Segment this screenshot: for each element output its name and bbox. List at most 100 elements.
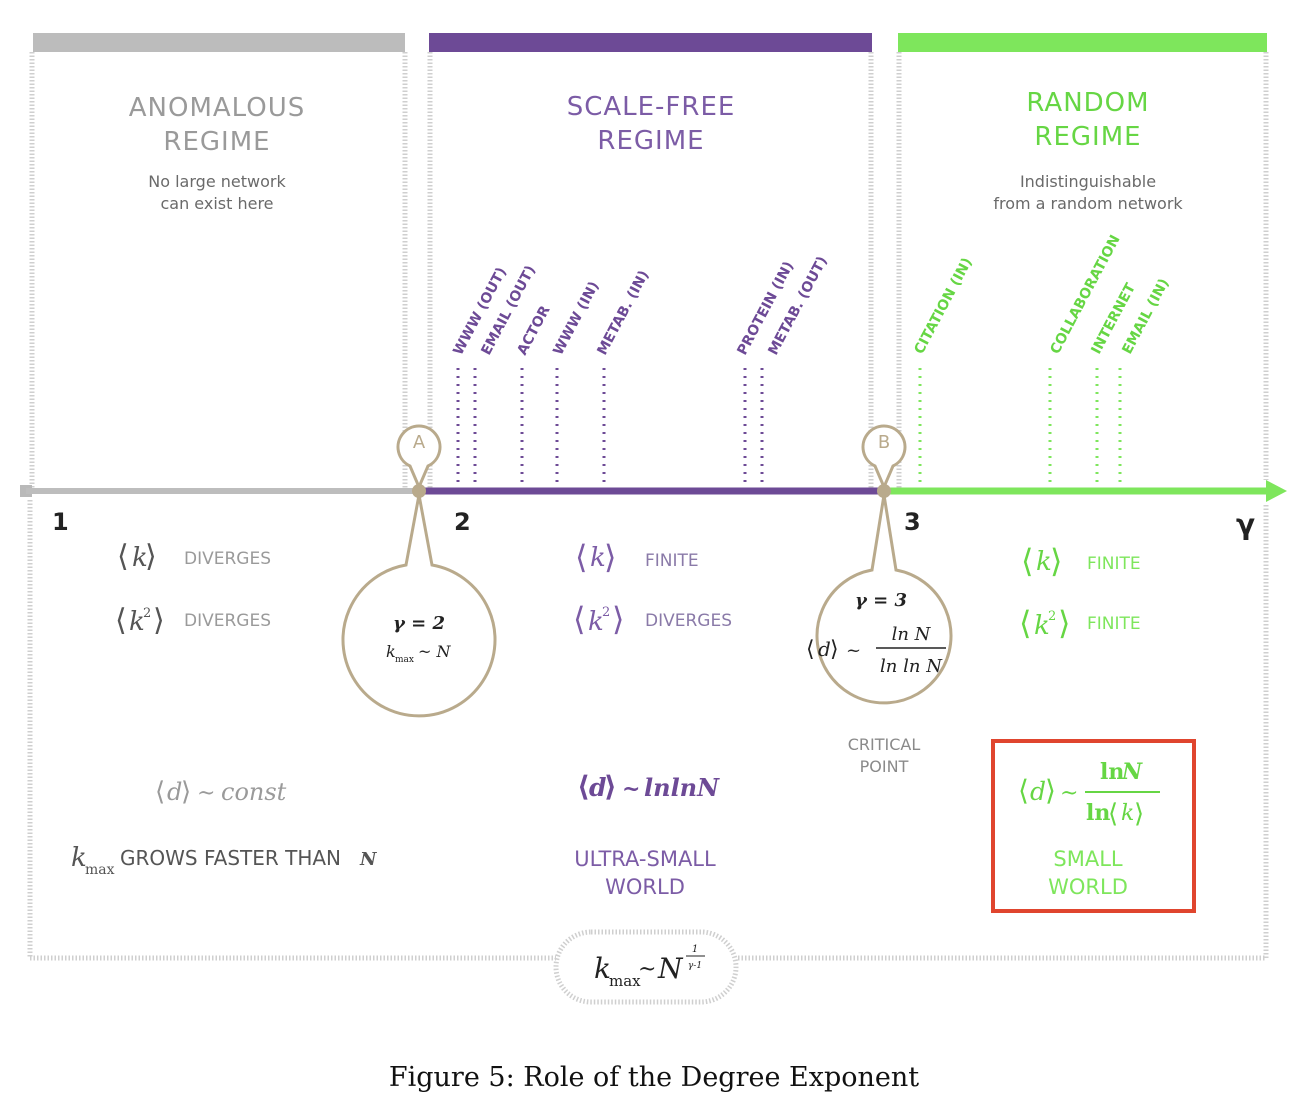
svg-text:N: N [657,952,684,985]
random-d-relation: ⟨ d ⟩ ~ ln N ln ⟨ k ⟩ [1018,759,1160,829]
svg-text:ln: ln [1086,800,1110,826]
svg-text:2: 2 [143,606,151,621]
scale-free-top-bar [429,33,872,52]
network-drop-lines-green [918,368,1122,486]
marker-a-letter: A [413,432,426,453]
axis-tick-1: 1 [52,508,69,536]
scale-free-world-line1: ULTRA-SMALL [574,847,716,871]
svg-text:d: d [818,637,831,661]
random-world-line2: WORLD [1048,875,1128,899]
svg-text:FINITE: FINITE [1087,614,1141,634]
critical-point-line2: POINT [860,757,909,776]
svg-text:~: ~ [197,781,215,806]
svg-text:~: ~ [1060,781,1078,806]
svg-text:k: k [71,843,87,873]
svg-text:const: const [221,778,287,806]
scale-free-world-line2: WORLD [605,875,685,899]
marker-a [341,424,497,718]
random-k-row: ⟨ k ⟩ FINITE [1021,542,1141,580]
network-label-metab-in: METAB. (IN) [594,268,652,358]
marker-b-letter: B [878,432,890,453]
svg-text:d: d [589,773,606,802]
svg-text:DIVERGES: DIVERGES [184,611,271,631]
axis-tick-3: 3 [904,508,921,536]
svg-text:FINITE: FINITE [645,551,699,571]
network-label-www-in: WWW (IN) [550,279,602,358]
scale-free-title-line2: REGIME [597,126,704,156]
scale-free-k2-row: ⟨ k 2 ⟩ DIVERGES [573,600,732,638]
bubble-b-gamma: γ = 3 [855,590,907,611]
svg-text:k: k [1034,611,1050,641]
scale-free-d-row: ⟨ d ⟩ ~ lnlnN [577,770,720,803]
svg-text:d: d [1030,777,1046,806]
svg-text:DIVERGES: DIVERGES [184,549,271,569]
svg-text:N: N [1121,759,1143,785]
axis-dot-a [412,484,426,498]
bubble-b-d-relation: ⟨ d ⟩ ~ ln N ln ln N [806,624,946,677]
svg-text:⟨: ⟨ [1018,774,1029,807]
svg-text:~: ~ [638,957,656,982]
anomalous-title-line2: REGIME [163,127,270,157]
svg-text:ln ln N: ln ln N [880,656,943,677]
svg-text:ln N: ln N [892,624,932,645]
svg-text:⟩: ⟩ [604,538,616,576]
svg-text:lnlnN: lnlnN [644,773,720,802]
random-top-bar [898,33,1267,52]
svg-text:k: k [590,543,606,573]
svg-text:d: d [167,778,182,806]
anomalous-desc-line2: can exist here [160,194,273,213]
svg-text:⟩: ⟩ [1134,799,1144,829]
svg-text:k: k [129,607,145,637]
svg-text:⟨: ⟨ [573,600,585,638]
svg-text:~: ~ [846,640,861,661]
svg-text:N: N [359,849,378,870]
anomalous-kmax-row: k max GROWS FASTER THAN N [71,843,378,878]
axis-tick-2: 2 [454,508,471,536]
svg-text:GROWS FASTER THAN: GROWS FASTER THAN [120,846,341,870]
svg-text:ln: ln [1100,759,1124,785]
svg-text:⟨: ⟨ [1108,799,1118,829]
random-desc-line1: Indistinguishable [1020,172,1156,191]
svg-text:⟨: ⟨ [115,603,127,638]
critical-point-line1: CRITICAL [848,735,921,754]
svg-text:γ-1: γ-1 [688,961,702,971]
scale-free-k-row: ⟨ k ⟩ FINITE [575,538,699,576]
svg-text:~ N: ~ N [418,642,451,661]
svg-text:⟩: ⟩ [153,603,165,638]
svg-text:⟨: ⟨ [575,538,587,576]
svg-text:⟩: ⟩ [1050,542,1062,580]
random-title-line1: RANDOM [1026,88,1149,118]
region-borders [27,52,1269,961]
svg-text:2: 2 [602,605,610,620]
svg-text:k: k [1121,801,1134,826]
network-label-actor: ACTOR [514,303,553,358]
bubble-a-kmax-relation: k max ~ N [386,642,451,665]
figure-caption: Figure 5: Role of the Degree Exponent [388,1062,920,1093]
network-drop-lines-purple [456,368,764,486]
anomalous-desc-line1: No large network [148,172,286,191]
network-label-citation-in: CITATION (IN) [911,255,975,357]
svg-text:k: k [1036,547,1052,577]
anomalous-d-row: ⟨ d ⟩ ~ const [155,777,287,807]
svg-text:⟩: ⟩ [830,637,839,662]
svg-text:⟩: ⟩ [181,777,191,807]
svg-text:⟩: ⟩ [145,539,157,574]
svg-text:⟩: ⟩ [1045,774,1056,807]
svg-text:⟨: ⟨ [1019,604,1031,642]
svg-text:1: 1 [692,944,698,955]
svg-text:max: max [609,972,641,990]
svg-text:max: max [395,655,414,665]
axis-dot-b [877,484,891,498]
svg-text:max: max [85,862,115,878]
svg-text:DIVERGES: DIVERGES [645,611,732,631]
svg-text:⟨: ⟨ [155,777,165,807]
svg-text:⟨: ⟨ [1021,542,1033,580]
svg-text:⟨: ⟨ [577,770,590,803]
svg-text:⟨: ⟨ [117,539,129,574]
anomalous-top-bar [33,33,405,52]
anomalous-title-line1: ANOMALOUS [129,93,305,123]
svg-text:⟩: ⟩ [1058,604,1070,642]
svg-text:k: k [588,607,604,637]
svg-text:⟨: ⟨ [806,637,815,662]
svg-text:FINITE: FINITE [1087,554,1141,574]
